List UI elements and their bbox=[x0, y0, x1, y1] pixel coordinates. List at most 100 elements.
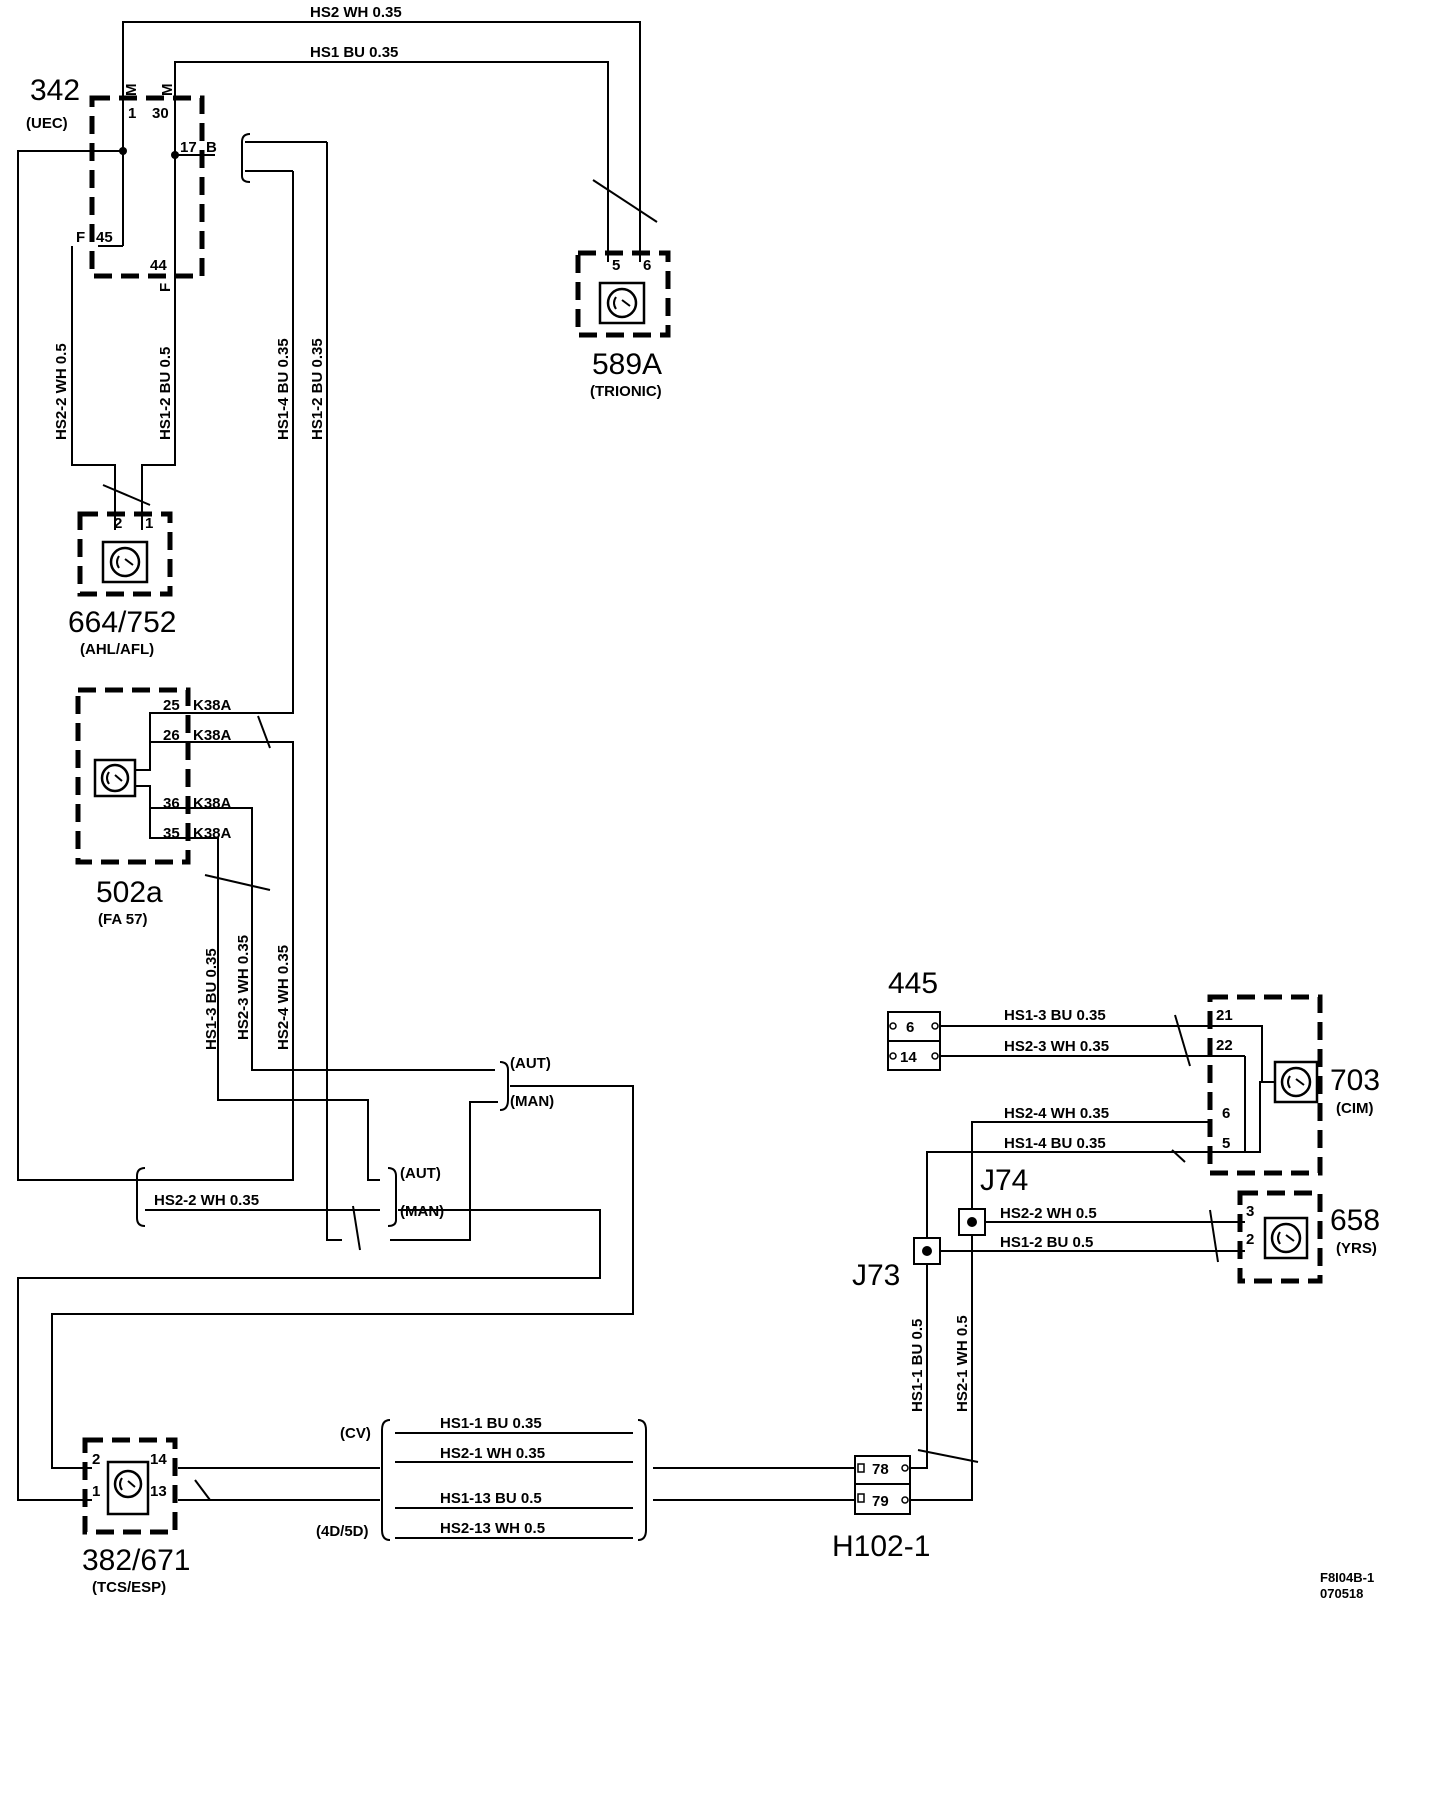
wire-label: HS1-2 BU 0.5 bbox=[157, 347, 174, 440]
pin-label: F bbox=[157, 283, 174, 292]
wire-label: HS2-2 WH 0.5 bbox=[1000, 1205, 1097, 1222]
wire-lines bbox=[17, 21, 1275, 1539]
option-label-4d5d: (4D/5D) bbox=[316, 1523, 369, 1540]
option-label-aut: (AUT) bbox=[510, 1055, 551, 1072]
pin-label: 5 bbox=[612, 257, 620, 274]
pin-labels: M 1 M 30 17 B F 45 44 F 5 6 2 1 25 K38A … bbox=[76, 84, 1254, 1511]
option-label-aut: (AUT) bbox=[400, 1165, 441, 1182]
pin-label: 45 bbox=[96, 229, 113, 246]
pin-label: 6 bbox=[643, 257, 651, 274]
component-658-code: 658 bbox=[1330, 1204, 1380, 1237]
pin-label: 2 bbox=[92, 1451, 100, 1468]
reference-code: F8I04B-1 070518 bbox=[1320, 1570, 1374, 1601]
component-658-name: (YRS) bbox=[1336, 1240, 1377, 1257]
component-589a-code: 589A bbox=[592, 348, 662, 381]
pin-label: K38A bbox=[193, 727, 232, 744]
twist-markers bbox=[102, 179, 1219, 1501]
wire-label: HS2-4 WH 0.35 bbox=[275, 945, 292, 1050]
component-502a-code: 502a bbox=[96, 876, 163, 909]
pin-label: 30 bbox=[152, 105, 169, 122]
component-502a-name: (FA 57) bbox=[98, 911, 147, 928]
wire-label: HS2-3 WH 0.35 bbox=[235, 935, 252, 1040]
component-342-code: 342 bbox=[30, 74, 80, 107]
pin-label: F bbox=[76, 229, 85, 246]
splice-dot bbox=[119, 147, 127, 155]
pin-label: K38A bbox=[193, 825, 232, 842]
wire-label: HS2-1 WH 0.35 bbox=[440, 1445, 545, 1462]
pin-label: B bbox=[206, 139, 217, 156]
pin-label: 5 bbox=[1222, 1135, 1230, 1152]
pin-label: 26 bbox=[163, 727, 180, 744]
junction-j73: J73 bbox=[852, 1237, 941, 1292]
wire-label: HS1-2 BU 0.35 bbox=[309, 338, 326, 440]
connector-h102-1-code: H102-1 bbox=[832, 1530, 930, 1563]
wire-label: HS2-4 WH 0.35 bbox=[1004, 1105, 1109, 1122]
option-label-man: (MAN) bbox=[400, 1203, 444, 1220]
component-703: 703 (CIM) bbox=[1207, 994, 1380, 1176]
component-382-671: 382/671 (TCS/ESP) bbox=[82, 1437, 190, 1596]
component-703-code: 703 bbox=[1330, 1064, 1380, 1097]
option-brackets bbox=[136, 133, 647, 1541]
component-342: 342 (UEC) bbox=[26, 74, 205, 279]
component-382-671-name: (TCS/ESP) bbox=[92, 1579, 166, 1596]
pin-label: 79 bbox=[872, 1493, 889, 1510]
wire-label: HS2-2 WH 0.35 bbox=[154, 1192, 259, 1209]
wire-label: HS1-4 BU 0.35 bbox=[275, 338, 292, 440]
wire-label: HS1-1 BU 0.5 bbox=[909, 1319, 926, 1412]
pin-label: 1 bbox=[92, 1483, 100, 1500]
wire-label: HS2-2 WH 0.5 bbox=[53, 343, 70, 440]
pin-label: 21 bbox=[1216, 1007, 1233, 1024]
pin-label: K38A bbox=[193, 795, 232, 812]
pin-label: 14 bbox=[150, 1451, 167, 1468]
wire-labels: HS2 WH 0.35 HS1 BU 0.35 HS2-2 WH 0.5 HS1… bbox=[53, 4, 1109, 1537]
pin-label: 2 bbox=[1246, 1231, 1254, 1248]
pin-label: 35 bbox=[163, 825, 180, 842]
wire-label: HS2-1 WH 0.5 bbox=[954, 1315, 971, 1412]
pin-label: 1 bbox=[128, 105, 136, 122]
component-703-name: (CIM) bbox=[1336, 1100, 1374, 1117]
junction-j74-label: J74 bbox=[980, 1164, 1028, 1197]
wire-label: HS1-13 BU 0.5 bbox=[440, 1490, 542, 1507]
pin-label: 6 bbox=[906, 1019, 914, 1036]
wire-label: HS2-13 WH 0.5 bbox=[440, 1520, 545, 1537]
pin-label: 17 bbox=[180, 139, 197, 156]
junction-j73-label: J73 bbox=[852, 1259, 900, 1292]
component-342-name: (UEC) bbox=[26, 115, 68, 132]
wire-label: HS1-1 BU 0.35 bbox=[440, 1415, 542, 1432]
pin-label: 13 bbox=[150, 1483, 167, 1500]
reference-line-2: 070518 bbox=[1320, 1586, 1363, 1601]
wire-label: HS1-2 BU 0.5 bbox=[1000, 1234, 1093, 1251]
junction-j74: J74 bbox=[958, 1164, 1028, 1236]
splice-dot bbox=[171, 151, 179, 159]
component-445-code: 445 bbox=[888, 967, 938, 1000]
pin-label: 14 bbox=[900, 1049, 917, 1066]
component-382-671-code: 382/671 bbox=[82, 1544, 190, 1577]
pin-label: 44 bbox=[150, 257, 167, 274]
wire-label: HS1-3 BU 0.35 bbox=[203, 948, 220, 1050]
component-589a-name: (TRIONIC) bbox=[590, 383, 662, 400]
connector-h102-1: H102-1 bbox=[832, 1455, 930, 1563]
pin-label: 6 bbox=[1222, 1105, 1230, 1122]
option-label-man: (MAN) bbox=[510, 1093, 554, 1110]
pin-label: M bbox=[123, 84, 140, 97]
component-589a: 589A (TRIONIC) bbox=[575, 250, 671, 400]
pin-label: 78 bbox=[872, 1461, 889, 1478]
pin-label: 36 bbox=[163, 795, 180, 812]
component-664-752-code: 664/752 bbox=[68, 606, 176, 639]
component-664-752-name: (AHL/AFL) bbox=[80, 641, 154, 658]
component-445: 445 bbox=[887, 967, 941, 1071]
pin-label: K38A bbox=[193, 697, 232, 714]
option-label-cv: (CV) bbox=[340, 1425, 371, 1442]
pin-label: 22 bbox=[1216, 1037, 1233, 1054]
option-labels: (AUT) (MAN) (AUT) (MAN) (CV) (4D/5D) bbox=[316, 1055, 554, 1540]
wire-label: HS1-4 BU 0.35 bbox=[1004, 1135, 1106, 1152]
wire-label: HS1 BU 0.35 bbox=[310, 44, 398, 61]
pin-label: 1 bbox=[145, 515, 153, 532]
pin-label: 25 bbox=[163, 697, 180, 714]
component-658: 658 (YRS) bbox=[1237, 1190, 1380, 1284]
wire-label: HS1-3 BU 0.35 bbox=[1004, 1007, 1106, 1024]
component-502a: 502a (FA 57) bbox=[75, 687, 191, 928]
pin-label: 3 bbox=[1246, 1203, 1254, 1220]
pin-label: 2 bbox=[114, 515, 122, 532]
